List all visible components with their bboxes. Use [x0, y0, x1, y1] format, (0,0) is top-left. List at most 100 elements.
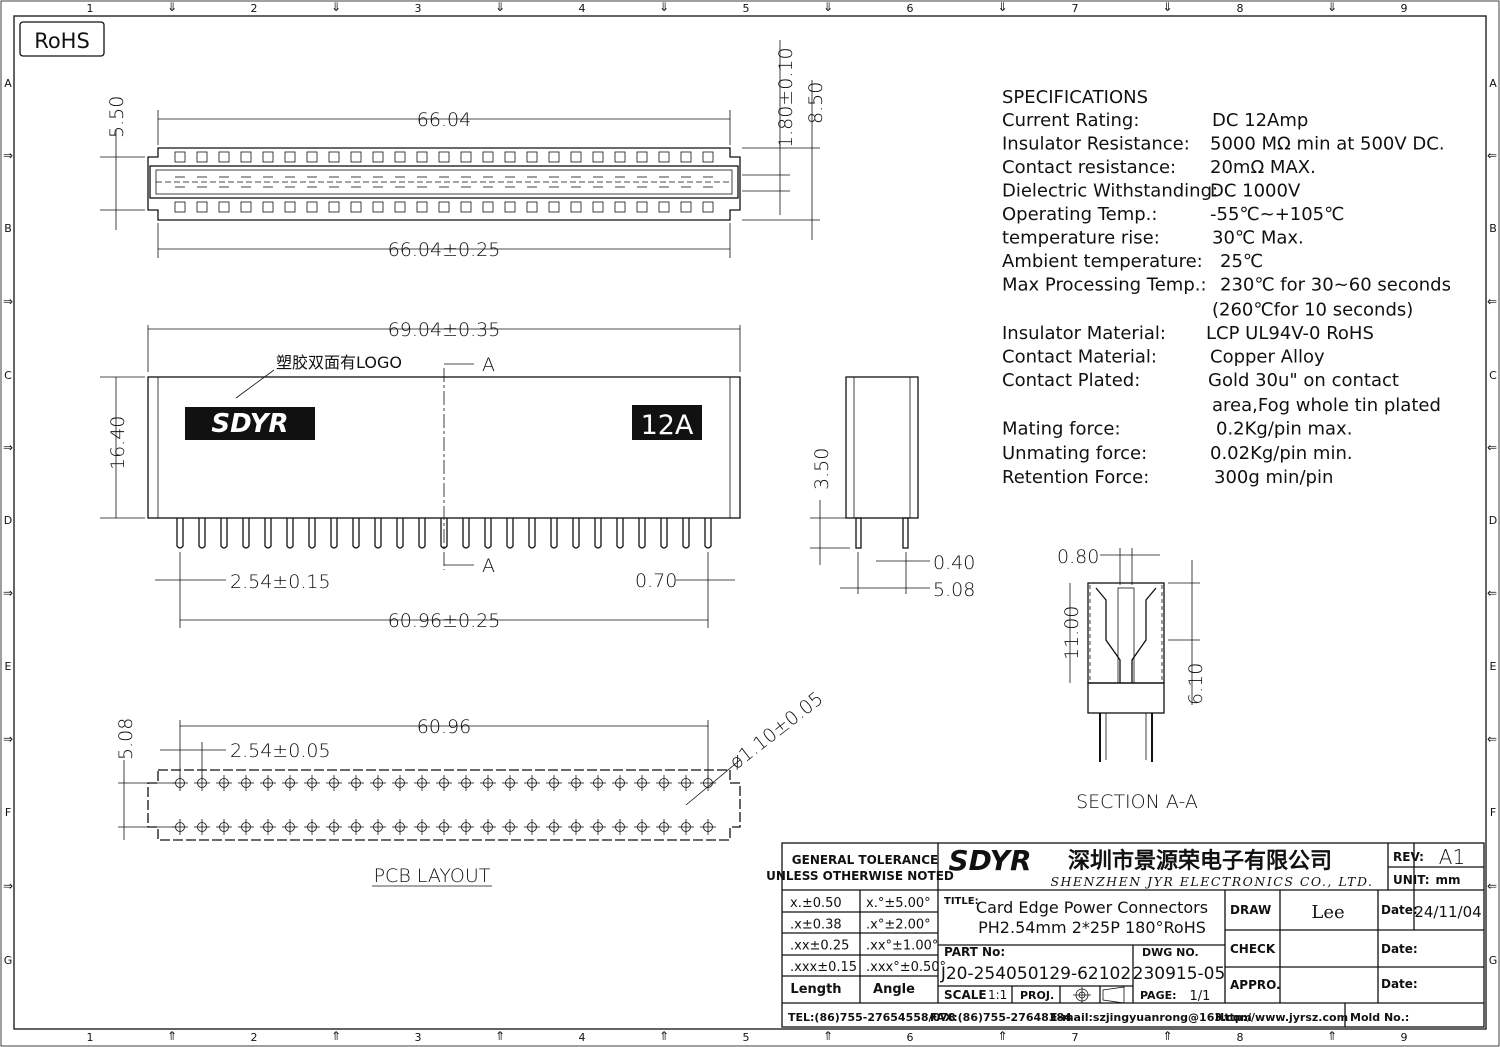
row-marker: A — [1489, 77, 1497, 90]
arrow-icon: ⇐ — [1487, 441, 1497, 455]
pin — [198, 518, 206, 549]
contact-slot — [218, 151, 230, 163]
column-marker: 5 — [743, 1031, 750, 1044]
title-line-1: Card Edge Power Connectors — [976, 898, 1208, 917]
dim-pitch: 2.54±0.15 — [230, 571, 331, 593]
column-marker: 3 — [415, 2, 422, 15]
contact-slot — [218, 201, 230, 213]
contact-slot — [284, 151, 296, 163]
contact-slot — [350, 151, 362, 163]
scale-label: SCALE — [944, 988, 987, 1002]
contact-slot — [262, 151, 274, 163]
row-marker: F — [5, 806, 11, 819]
spec-value: (260℃for 10 seconds) — [1212, 300, 1413, 321]
length-label: Length — [790, 982, 841, 997]
pin — [484, 518, 492, 549]
contact-slot — [460, 151, 472, 163]
linear-tolerance: .x±0.38 — [790, 917, 842, 932]
arrow-icon: ⇒ — [3, 441, 13, 455]
contact-slot — [504, 201, 516, 213]
contact-slot — [702, 201, 714, 213]
contact-slot — [328, 201, 340, 213]
dwg-number: 230915-05 — [1133, 964, 1226, 984]
top-view: 66.04 66.04±0.25 5.50 1.80±0.10 8.50 — [100, 40, 827, 261]
current-rating-label — [632, 405, 702, 440]
dim-pin-thickness: 0.40 — [933, 552, 975, 574]
pin — [638, 518, 646, 549]
specifications-title: SPECIFICATIONS — [1002, 87, 1148, 108]
pcb-dim-pitch: 2.54±0.05 — [230, 740, 331, 762]
contact-slot — [636, 201, 648, 213]
row-marker: B — [1489, 222, 1497, 235]
contact-slot — [680, 151, 692, 163]
linear-tolerance: .xxx±0.15 — [790, 960, 857, 975]
rev-value: A1 — [1439, 845, 1465, 869]
column-marker: 7 — [1072, 2, 1079, 15]
column-marker: 2 — [251, 1031, 258, 1044]
arrow-icon: ⇒ — [3, 295, 13, 309]
page-label: PAGE: — [1140, 989, 1177, 1002]
row-marker: D — [4, 514, 12, 527]
column-marker: 8 — [1237, 2, 1244, 15]
spec-value: 0.02Kg/pin min. — [1210, 443, 1353, 464]
tolerance-title: GENERAL TOLERANCE — [792, 853, 938, 867]
contact-slot — [240, 151, 252, 163]
drawn-by: Lee — [1311, 902, 1344, 923]
pin — [528, 518, 536, 549]
arrow-icon: ⇓ — [167, 0, 177, 14]
spec-label: Contact resistance: — [1002, 157, 1176, 178]
contact-slot — [394, 201, 406, 213]
front-view: 69.04±0.35 塑胶双面有LOGO SDYR 12A A A 16.40 … — [100, 319, 741, 632]
contact-slot — [482, 201, 494, 213]
spec-value: Copper Alloy — [1210, 347, 1325, 368]
pcb-dim-hole: ø1.10±0.05 — [726, 688, 828, 774]
pin — [396, 518, 404, 549]
row-marker: C — [1489, 369, 1497, 382]
unit-label: UNIT: — [1393, 873, 1430, 887]
pin — [308, 518, 316, 549]
spec-value: LCP UL94V-0 RoHS — [1206, 323, 1374, 344]
pin — [594, 518, 602, 549]
column-marker: 9 — [1401, 2, 1408, 15]
appro-label: APPRO. — [1230, 978, 1281, 992]
part-label: PART No: — [944, 945, 1005, 959]
company-name-cn: 深圳市景源荣电子有限公司 — [1068, 848, 1332, 874]
title-block: GENERAL TOLERANCE UNLESS OTHERWISE NOTED… — [766, 842, 1485, 1028]
dim-contact-depth: 6.10 — [1185, 663, 1207, 705]
arrow-icon: ⇓ — [1327, 0, 1337, 14]
rev-label: REV: — [1393, 850, 1424, 864]
arrow-icon: ⇒ — [3, 879, 13, 893]
title-line-2: PH2.54mm 2*25P 180°RoHS — [978, 918, 1206, 937]
arrow-icon: ⇓ — [823, 0, 833, 14]
spec-value: area,Fog whole tin plated — [1212, 395, 1441, 416]
arrow-icon: ⇑ — [495, 1029, 505, 1043]
angular-tolerance: .x°±2.00° — [866, 917, 931, 932]
contact-slot — [526, 201, 538, 213]
arrow-icon: ⇑ — [331, 1029, 341, 1043]
spec-label: Contact Material: — [1002, 347, 1157, 368]
contact-slot — [570, 151, 582, 163]
spec-value: Gold 30u" on contact — [1208, 370, 1399, 391]
scale-value: 1:1 — [988, 988, 1007, 1002]
contact-slot — [636, 151, 648, 163]
row-marker: E — [5, 660, 12, 673]
angle-label: Angle — [873, 982, 915, 997]
dim-contact-gap: 0.80 — [1057, 546, 1099, 568]
spec-value: DC 1000V — [1210, 181, 1301, 202]
row-marker: D — [1489, 514, 1497, 527]
arrow-icon: ⇒ — [3, 586, 13, 600]
spec-value: 25℃ — [1220, 251, 1263, 272]
arrow-icon: ⇐ — [1487, 879, 1497, 893]
contact-slot — [438, 201, 450, 213]
draw-date: 24/11/04 — [1414, 903, 1481, 921]
contact-slot — [504, 151, 516, 163]
spec-value: 300g min/pin — [1214, 467, 1333, 488]
contact-slot — [614, 151, 626, 163]
contact-slot — [416, 151, 428, 163]
contact-slot — [614, 201, 626, 213]
pin — [506, 518, 514, 549]
dim-width-tolerance: 66.04±0.25 — [388, 239, 501, 261]
pin — [660, 518, 668, 549]
column-marker: 1 — [87, 2, 94, 15]
logo-text: SDYR — [211, 409, 288, 439]
